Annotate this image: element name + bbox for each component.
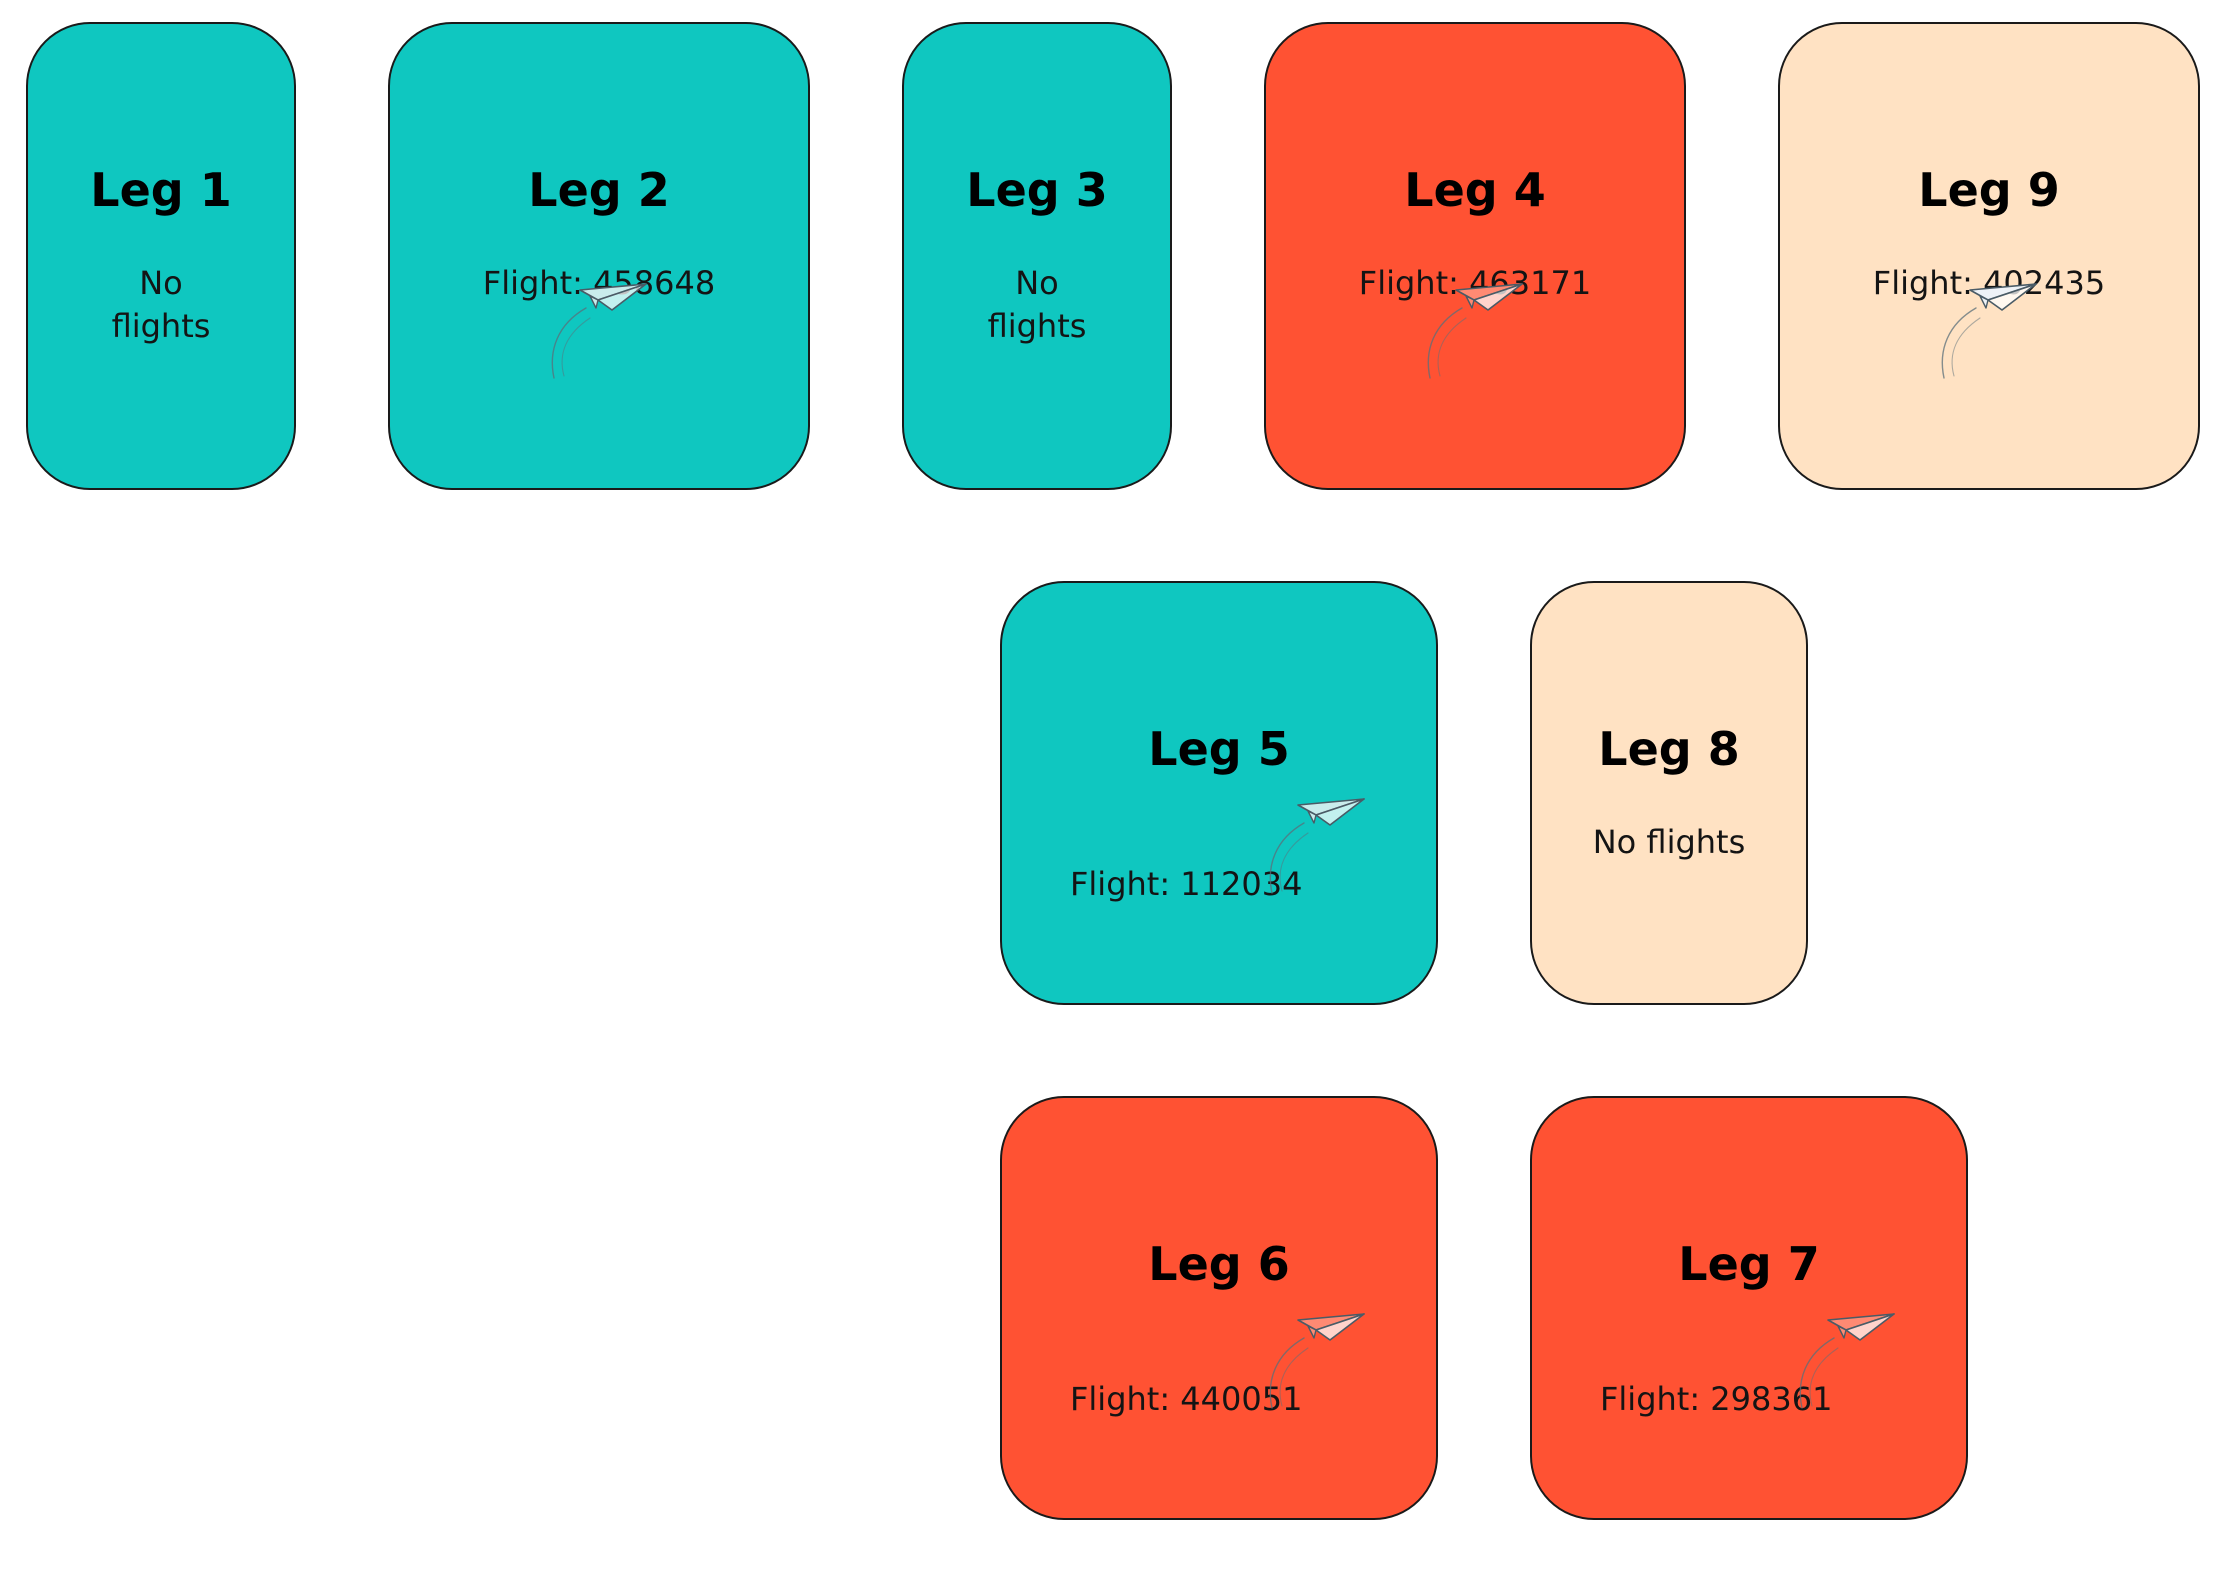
leg-flight-text: No flights xyxy=(987,264,1087,345)
paper-plane-icon xyxy=(551,283,647,379)
leg-flight-text: No flights xyxy=(111,264,211,345)
paper-plane-icon xyxy=(1427,283,1523,379)
leg-flight-text: Flight: 298361 xyxy=(1600,1380,1833,1418)
paper-plane-icon xyxy=(1269,1313,1365,1409)
leg-title: Leg 8 xyxy=(1598,722,1740,776)
leg-title: Leg 4 xyxy=(1404,163,1546,217)
leg-card-3[interactable]: Leg 3 No flights xyxy=(902,22,1172,490)
leg-flight-text: Flight: 440051 xyxy=(1070,1380,1303,1418)
paper-plane-icon xyxy=(1269,798,1365,894)
leg-title: Leg 6 xyxy=(1148,1237,1290,1291)
leg-title: Leg 1 xyxy=(90,163,232,217)
leg-card-2[interactable]: Leg 2 Flight: 458648 xyxy=(388,22,810,490)
leg-card-6[interactable]: Leg 6 Flight: 440051 xyxy=(1000,1096,1438,1520)
leg-flight-text: Flight: 463171 xyxy=(1358,264,1592,302)
leg-flight-text: Flight: 112034 xyxy=(1070,865,1303,903)
paper-plane-icon xyxy=(1799,1313,1895,1409)
leg-card-7[interactable]: Leg 7 Flight: 298361 xyxy=(1530,1096,1968,1520)
leg-card-1[interactable]: Leg 1 No flights xyxy=(26,22,296,490)
leg-card-5[interactable]: Leg 5 Flight: 112034 xyxy=(1000,581,1438,1005)
leg-card-4[interactable]: Leg 4 Flight: 463171 xyxy=(1264,22,1686,490)
leg-flight-text: No flights xyxy=(1592,823,1746,861)
leg-title: Leg 3 xyxy=(966,163,1108,217)
leg-title: Leg 2 xyxy=(528,163,670,217)
leg-title: Leg 5 xyxy=(1148,722,1290,776)
leg-card-9[interactable]: Leg 9 Flight: 402435 xyxy=(1778,22,2200,490)
paper-plane-icon xyxy=(1941,283,2037,379)
leg-title: Leg 7 xyxy=(1678,1237,1820,1291)
leg-flight-text: Flight: 458648 xyxy=(482,264,716,302)
leg-title: Leg 9 xyxy=(1918,163,2060,217)
leg-card-8[interactable]: Leg 8 No flights xyxy=(1530,581,1808,1005)
